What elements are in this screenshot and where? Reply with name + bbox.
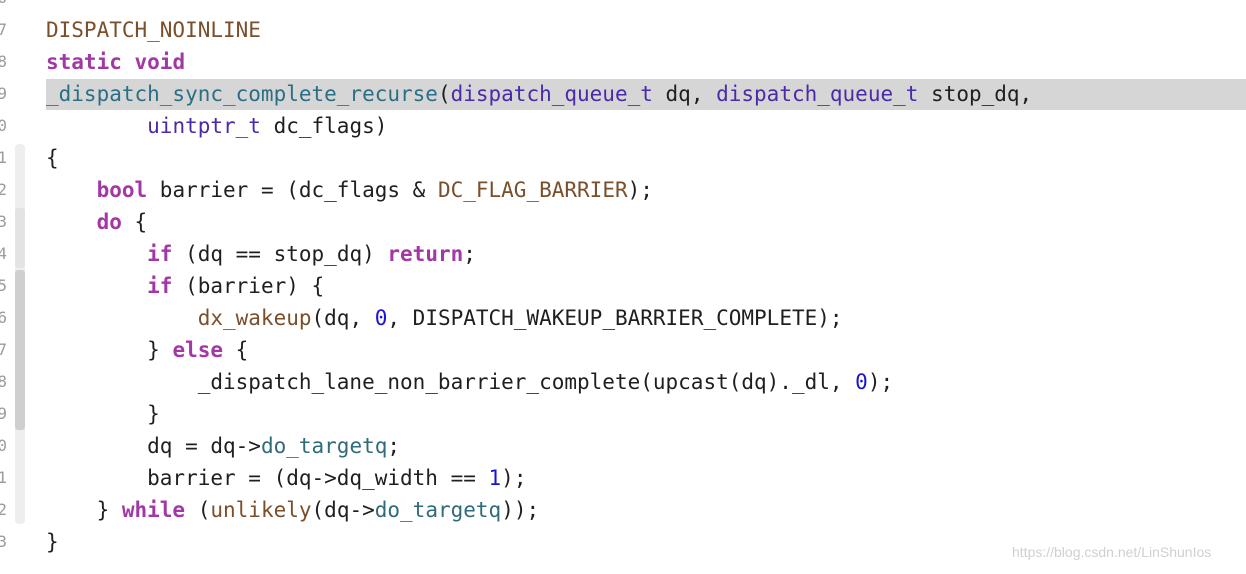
code-token: static <box>46 50 122 74</box>
code-line: if (barrier) { <box>46 270 324 302</box>
line-number: 5 <box>0 276 7 295</box>
code-token: 1 <box>488 466 502 490</box>
code-token: uintptr_t <box>147 114 261 138</box>
fold-marker-active[interactable] <box>15 270 25 430</box>
line-number: 9 <box>0 84 7 103</box>
code-token: DISPATCH_NOINLINE <box>46 18 261 42</box>
code-token: dx_wakeup <box>197 306 312 330</box>
code-line: static void <box>46 46 185 78</box>
code-token: barrier = (dq->dq_width == <box>46 466 489 490</box>
line-number: 8 <box>0 372 7 391</box>
code-token: if <box>147 242 173 266</box>
code-token: ; <box>463 242 476 266</box>
code-token: do_targetq <box>260 434 388 458</box>
code-token: (dq == stop_dq) <box>172 242 388 266</box>
code-token: stop_dq, <box>918 82 1033 106</box>
line-number: 9 <box>0 404 7 423</box>
code-token: (dq, <box>311 306 375 330</box>
code-token: DC_FLAG_BARRIER <box>437 178 628 202</box>
code-token: ( <box>185 498 211 522</box>
code-token: { <box>121 210 148 234</box>
code-token <box>46 114 147 138</box>
code-token: else <box>172 338 224 362</box>
code-token: 0 <box>855 370 868 394</box>
line-number: 4 <box>0 244 7 263</box>
code-token: do <box>96 210 122 234</box>
code-line: bool barrier = (dc_flags & DC_FLAG_BARRI… <box>46 174 653 206</box>
line-number: 0 <box>0 436 7 455</box>
code-token: _dispatch_sync_complete_recurse <box>46 82 438 106</box>
code-token: return <box>387 242 464 266</box>
fold-marker-inner[interactable] <box>15 208 25 268</box>
line-number: 7 <box>0 20 7 39</box>
watermark: https://blog.csdn.net/LinShunIos <box>1012 544 1212 560</box>
code-token: unlikely <box>210 498 312 522</box>
code-token: (dq-> <box>311 498 375 522</box>
code-token: if <box>147 274 173 298</box>
code-token: void <box>134 50 186 74</box>
code-line: dx_wakeup(dq, 0, DISPATCH_WAKEUP_BARRIER… <box>46 302 843 334</box>
code-token: } <box>46 530 59 554</box>
code-line: uintptr_t dc_flags) <box>46 110 387 142</box>
code-token: } <box>46 498 122 522</box>
code-token: dispatch_queue_t <box>716 82 919 106</box>
code-line: do { <box>46 206 148 238</box>
code-token: { <box>223 338 249 362</box>
code-token: , DISPATCH_WAKEUP_BARRIER_COMPLETE); <box>387 306 843 330</box>
line-number: 1 <box>0 148 7 167</box>
line-number: 2 <box>0 500 7 519</box>
code-token: barrier = (dc_flags & <box>147 178 438 202</box>
code-token: _dispatch_lane_non_barrier_complete(upca… <box>46 370 856 394</box>
code-token: ); <box>867 370 894 394</box>
code-token <box>46 306 198 330</box>
code-token <box>46 210 97 234</box>
line-number: 3 <box>0 212 7 231</box>
line-number: 3 <box>0 532 7 551</box>
code-line: if (dq == stop_dq) return; <box>46 238 476 270</box>
code-line: dq = dq->do_targetq; <box>46 430 400 462</box>
code-token: ); <box>627 178 653 202</box>
line-number-gutter: 6 7 8 9 0 1 2 3 4 5 6 7 8 9 0 1 2 3 <box>0 0 14 574</box>
code-line: } while (unlikely(dq->do_targetq)); <box>46 494 540 526</box>
code-token <box>122 50 135 74</box>
code-token: dq, <box>652 82 717 106</box>
code-line: } else { <box>46 334 248 366</box>
code-token: { <box>46 146 59 170</box>
code-token <box>46 274 147 298</box>
code-token: dq = dq-> <box>46 434 261 458</box>
code-line-current: _dispatch_sync_complete_recurse(dispatch… <box>46 78 1032 110</box>
code-token: bool <box>96 178 148 202</box>
code-token: (barrier) { <box>172 274 325 298</box>
code-token: while <box>121 498 186 522</box>
code-token: ); <box>501 466 527 490</box>
code-token <box>46 242 147 266</box>
line-number: 6 <box>0 308 7 327</box>
code-token: ( <box>437 82 451 106</box>
code-line: } <box>46 398 160 430</box>
line-number: 0 <box>0 116 7 135</box>
line-number: 2 <box>0 180 7 199</box>
code-line: DISPATCH_NOINLINE <box>46 14 261 46</box>
code-token: dc_flags) <box>260 114 388 138</box>
code-line: _dispatch_lane_non_barrier_complete(upca… <box>46 366 893 398</box>
line-number: 7 <box>0 340 7 359</box>
current-line-highlight <box>46 79 1246 110</box>
code-token: dispatch_queue_t <box>450 82 653 106</box>
code-line: { <box>46 142 59 174</box>
code-token: } <box>46 402 160 426</box>
line-number: 1 <box>0 468 7 487</box>
code-token: ; <box>387 434 401 458</box>
code-token: do_targetq <box>374 498 502 522</box>
code-line: } <box>46 526 59 558</box>
code-token <box>46 178 97 202</box>
code-line: barrier = (dq->dq_width == 1); <box>46 462 526 494</box>
code-token: } <box>46 338 173 362</box>
line-number: 6 <box>0 0 7 14</box>
code-token: 0 <box>374 306 388 330</box>
line-number: 8 <box>0 52 7 71</box>
code-token: )); <box>501 498 540 522</box>
